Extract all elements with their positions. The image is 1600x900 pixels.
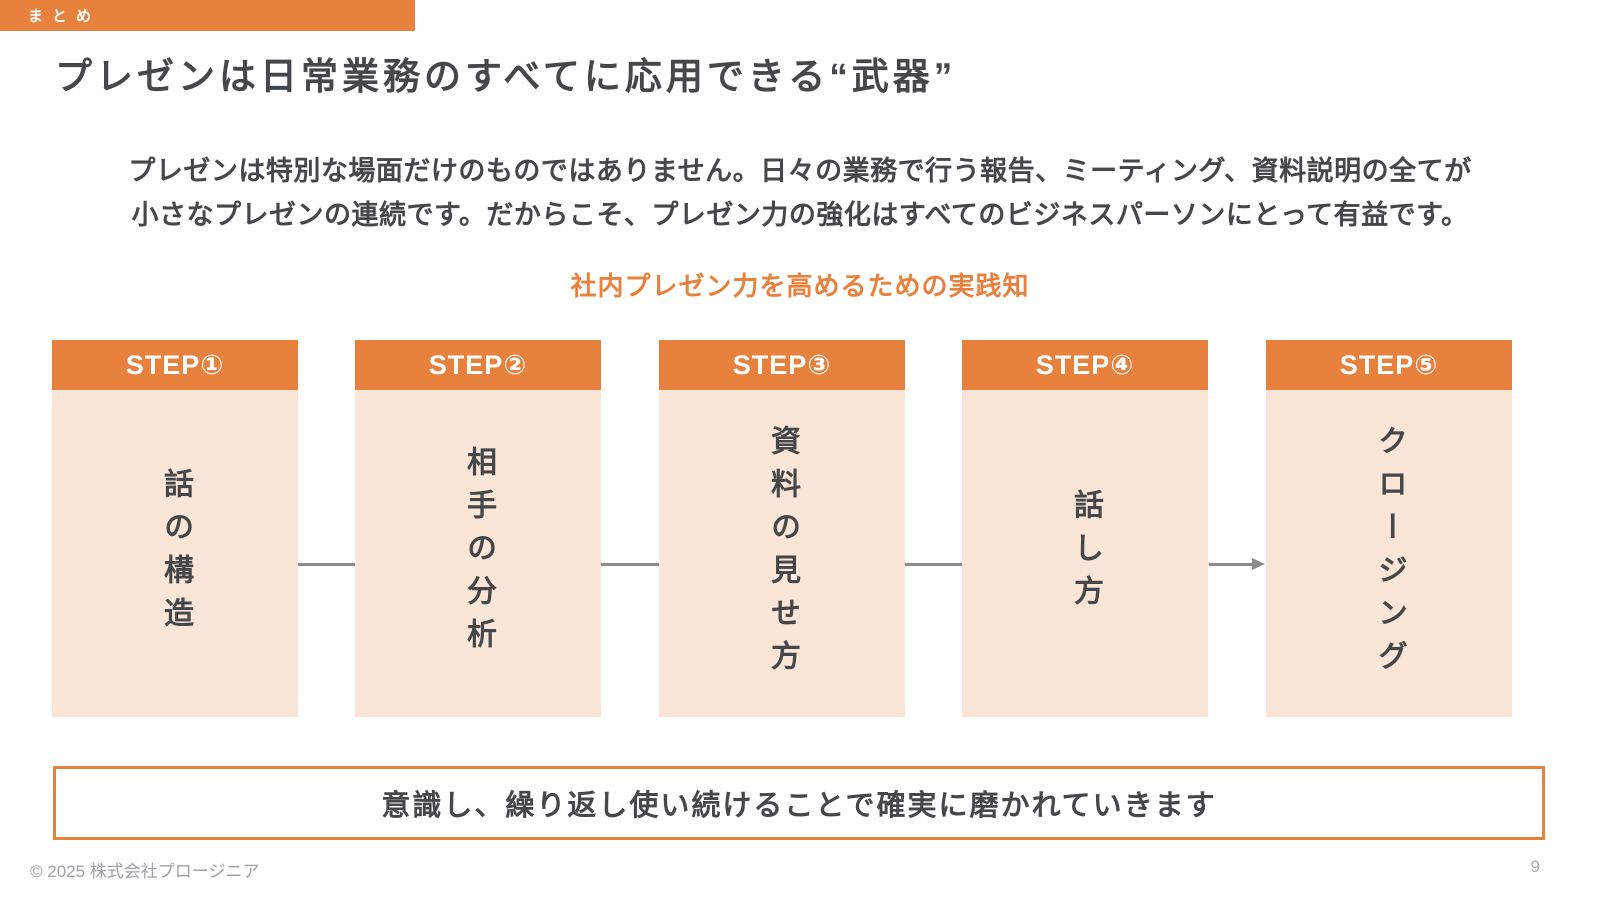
connector-line-2 xyxy=(601,563,659,566)
step-5-label: クロージング xyxy=(1373,424,1406,683)
step-box-2: STEP② 相手の分析 xyxy=(355,340,601,717)
step-3-label: 資料の見せ方 xyxy=(766,424,799,683)
conclusion-box: 意識し、繰り返し使い続けることで確実に磨かれていきます xyxy=(53,766,1545,840)
step-5-header: STEP⑤ xyxy=(1266,340,1512,390)
intro-line-2: 小さなプレゼンの連続です。だからこそ、プレゼン力の強化はすべてのビジネスパーソン… xyxy=(131,199,1469,230)
intro-line-1: プレゼンは特別な場面だけのものではありません。日々の業務で行う報告、ミーティング… xyxy=(128,156,1472,186)
conclusion-text: 意識し、繰り返し使い続けることで確実に磨かれていきます xyxy=(381,790,1217,822)
step-5-body: クロージング xyxy=(1266,390,1512,717)
step-box-1: STEP① 話の構造 xyxy=(52,340,298,717)
slide-title: プレゼンは日常業務のすべてに応用できる“武器” xyxy=(55,56,957,97)
connector-line-1 xyxy=(298,563,355,566)
section-subtitle: 社内プレゼン力を高めるための実践知 xyxy=(570,271,1030,301)
step-box-5: STEP⑤ クロージング xyxy=(1266,340,1512,717)
connector-arrow-icon xyxy=(1209,558,1265,570)
intro-paragraph: プレゼンは特別な場面だけのものではありません。日々の業務で行う報告、ミーティング… xyxy=(0,150,1600,237)
step-2-body: 相手の分析 xyxy=(355,390,601,717)
step-2-header: STEP② xyxy=(355,340,601,390)
section-tag-label: まとめ xyxy=(28,8,101,25)
step-4-body: 話し方 xyxy=(962,390,1208,717)
step-1-header: STEP① xyxy=(52,340,298,390)
step-1-body: 話の構造 xyxy=(52,390,298,717)
step-box-3: STEP③ 資料の見せ方 xyxy=(659,340,905,717)
step-4-label: 話し方 xyxy=(1069,489,1102,618)
page-number: 9 xyxy=(1530,857,1540,876)
copyright-text: © 2025 株式会社プロージニア xyxy=(30,862,260,881)
step-1-label: 話の構造 xyxy=(159,467,192,640)
steps-row: STEP① 話の構造 STEP② 相手の分析 STEP③ 資料の見せ方 STEP… xyxy=(52,340,1512,717)
section-tag: まとめ xyxy=(0,0,415,31)
step-4-header: STEP④ xyxy=(962,340,1208,390)
step-3-body: 資料の見せ方 xyxy=(659,390,905,717)
step-2-label: 相手の分析 xyxy=(462,446,495,661)
step-box-4: STEP④ 話し方 xyxy=(962,340,1208,717)
connector-line-3 xyxy=(905,563,962,566)
step-3-header: STEP③ xyxy=(659,340,905,390)
